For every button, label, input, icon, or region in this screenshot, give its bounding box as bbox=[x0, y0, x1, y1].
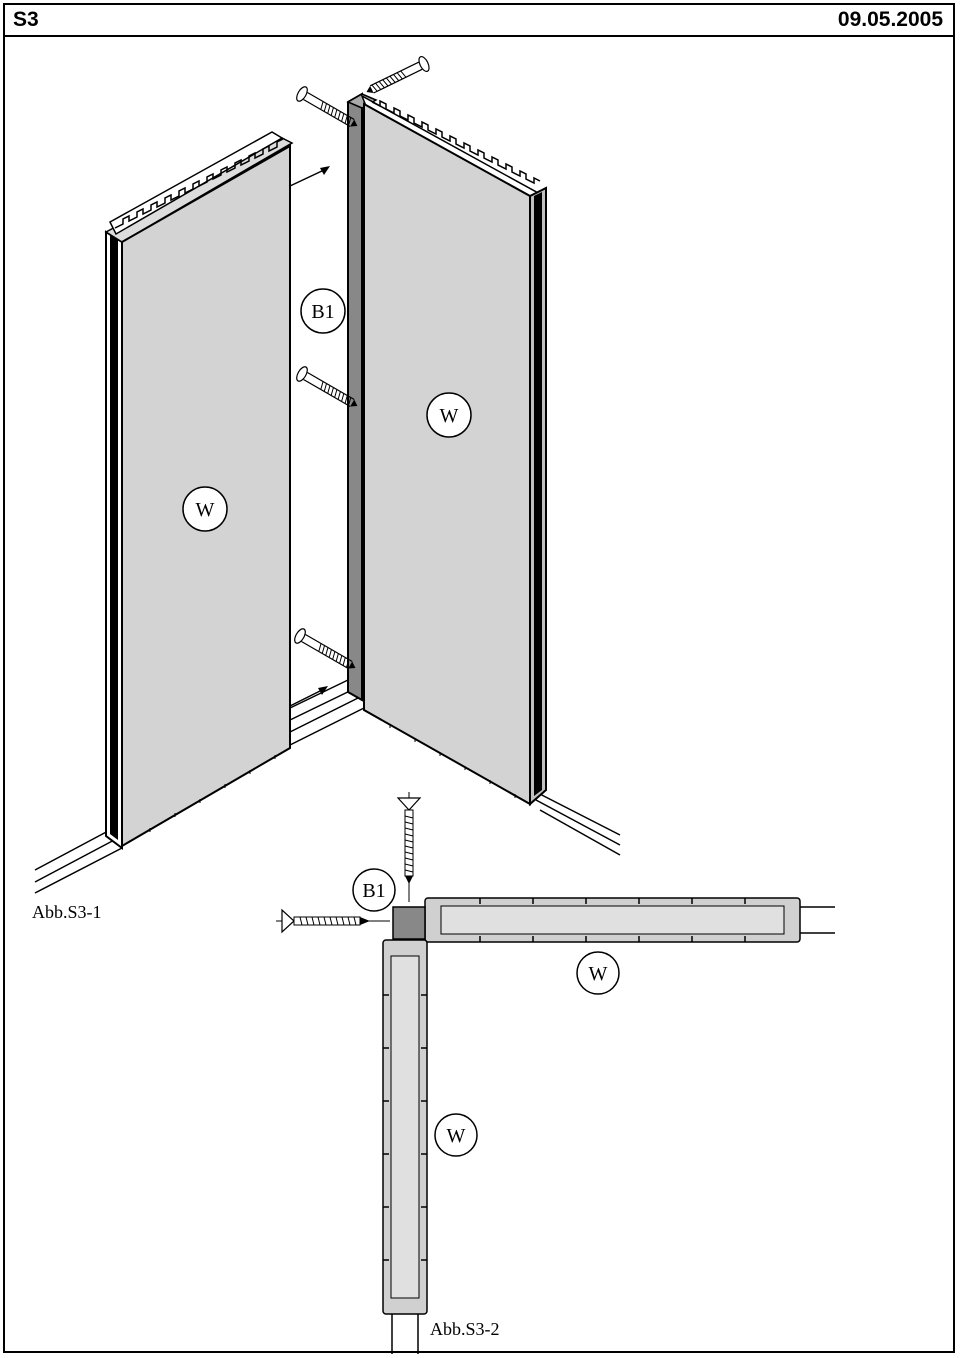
callout-wall-horizontal-label: W bbox=[589, 963, 608, 985]
page-date: 09.05.2005 bbox=[837, 8, 943, 31]
wall-panel-left bbox=[104, 131, 294, 850]
callout-wall-left: W bbox=[182, 486, 228, 532]
page-code: S3 bbox=[13, 8, 39, 31]
wall-panel-right bbox=[346, 92, 547, 807]
callout-b1-label: B1 bbox=[362, 880, 385, 902]
arrow-icon bbox=[289, 686, 328, 707]
wall-section-vertical bbox=[382, 939, 428, 1354]
corner-post bbox=[392, 906, 426, 940]
floor-rail-right bbox=[531, 789, 621, 856]
screw-icon bbox=[396, 792, 422, 902]
callout-b1-label: B1 bbox=[311, 301, 334, 323]
wall-section-horizontal bbox=[424, 897, 835, 943]
page-frame: S3 09.05.2005 bbox=[3, 3, 955, 1353]
figure-s3-2: B1 W W Abb.S3-2 bbox=[276, 792, 835, 1354]
figure-s3-1: B1 W W Abb.S3-1 bbox=[32, 54, 621, 922]
callout-wall-horizontal: W bbox=[576, 951, 620, 995]
floor-rail-left bbox=[34, 679, 365, 894]
screw-icon bbox=[276, 908, 390, 934]
callout-wall-vertical: W bbox=[434, 1113, 478, 1157]
page-header: S3 09.05.2005 bbox=[5, 5, 953, 37]
figure-caption-s3-2: Abb.S3-2 bbox=[430, 1319, 500, 1339]
callout-b1: B1 bbox=[352, 868, 396, 912]
callout-b1: B1 bbox=[300, 288, 346, 334]
callout-wall-left-label: W bbox=[196, 499, 215, 521]
screw-icon bbox=[362, 54, 432, 100]
arrow-icon bbox=[289, 166, 330, 187]
callout-wall-vertical-label: W bbox=[447, 1125, 466, 1147]
figure-caption-s3-1: Abb.S3-1 bbox=[32, 902, 102, 922]
callout-wall-right: W bbox=[426, 392, 472, 438]
callout-wall-right-label: W bbox=[440, 405, 459, 427]
